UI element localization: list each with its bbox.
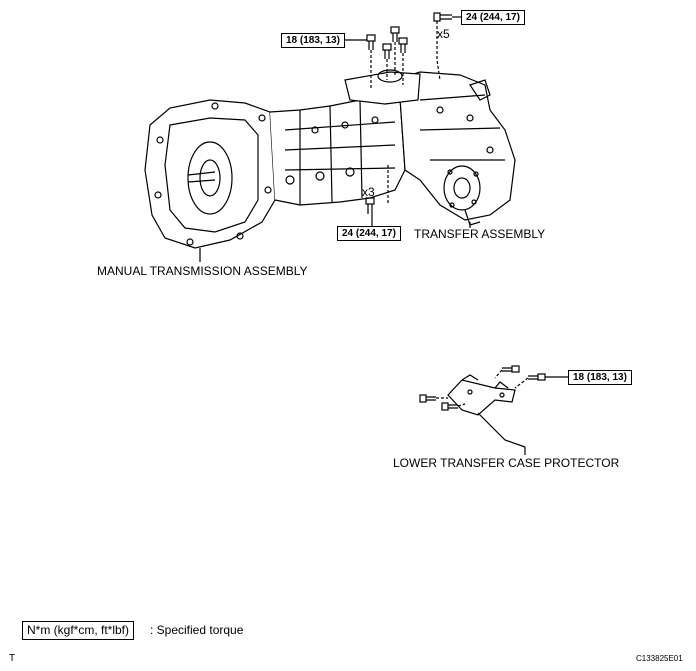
bolt-icon xyxy=(502,365,520,373)
label-transfer-assembly: TRANSFER ASSEMBLY xyxy=(414,227,546,241)
bolt-icon xyxy=(433,12,452,22)
legend-description: : Specified torque xyxy=(150,623,244,637)
top-bolts xyxy=(345,12,462,90)
manual-transmission-drawing xyxy=(144,95,406,249)
bolt-icon xyxy=(419,394,436,403)
legend-torque-key: N*m (kgf*cm, ft*lbf) xyxy=(22,621,135,640)
torque-spec-top-left: 18 (183, 13) xyxy=(281,33,345,48)
footer-mark: T xyxy=(9,653,16,664)
torque-spec-bottom-mid: 24 (244, 17) xyxy=(337,226,401,241)
bolt-icon xyxy=(382,43,392,59)
lower-protector-drawing xyxy=(419,365,568,455)
quantity-top-right: x5 xyxy=(437,27,450,41)
bolt-icon xyxy=(398,37,408,53)
bolt-icon xyxy=(390,26,400,42)
torque-spec-protector: 18 (183, 13) xyxy=(568,370,632,385)
figure-id: C133825E01 xyxy=(636,654,683,663)
quantity-bottom-mid: x3 xyxy=(362,185,375,199)
bolt-icon xyxy=(365,197,375,214)
torque-spec-top-right: 24 (244, 17) xyxy=(461,10,525,25)
bolt-icon xyxy=(441,402,458,411)
bolt-icon xyxy=(366,34,376,50)
label-lower-protector: LOWER TRANSFER CASE PROTECTOR xyxy=(393,456,620,470)
transfer-assembly-drawing xyxy=(344,69,516,226)
bottom-bolt xyxy=(365,165,389,226)
bolt-icon xyxy=(528,373,546,381)
label-manual-transmission: MANUAL TRANSMISSION ASSEMBLY xyxy=(97,264,308,278)
